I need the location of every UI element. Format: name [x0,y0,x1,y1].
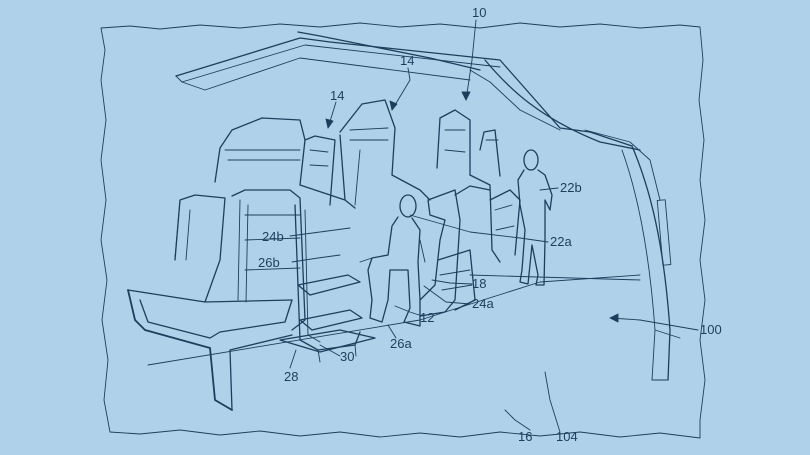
callout-104: 104 [556,430,578,443]
standing-passenger-head [524,150,538,170]
callout-26a: 26a [390,337,412,350]
passenger-body [368,217,420,326]
callout-30: 30 [340,350,354,363]
callout-10: 10 [472,6,486,19]
callout-26b: 26b [258,256,280,269]
callout-22a: 22a [550,235,572,248]
callout-100: 100 [700,323,722,336]
passenger-head [400,195,416,217]
callout-24a: 24a [472,297,494,310]
standing-passenger-body [518,170,552,285]
callout-22b: 22b [560,181,582,194]
callout-24b: 24b [262,230,284,243]
callout-18: 18 [472,277,486,290]
callout-16: 16 [518,430,532,443]
callout-28: 28 [284,370,298,383]
callout-14-right: 14 [400,54,414,67]
callout-14-left: 14 [330,89,344,102]
callout-12: 12 [420,311,434,324]
